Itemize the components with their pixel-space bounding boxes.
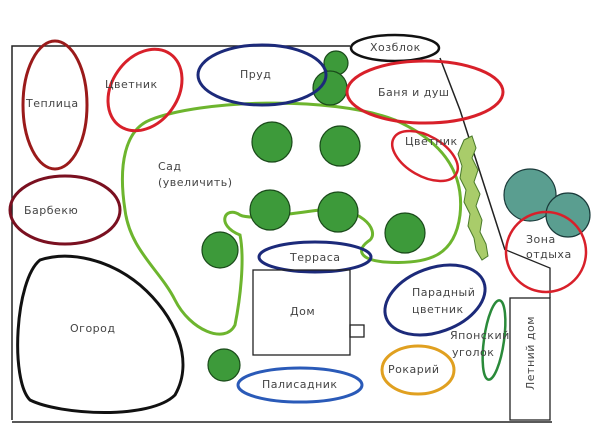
tree-icon	[319, 125, 361, 167]
greenhouse-zone[interactable]	[21, 39, 89, 171]
vegetable-garden-label: Огород	[70, 322, 116, 335]
tree-icon	[201, 231, 239, 269]
flowerbed-right-zone[interactable]	[384, 121, 466, 192]
trees	[201, 50, 426, 382]
summer-house-label: Летний дом	[524, 316, 537, 390]
shed-zone[interactable]	[349, 33, 441, 63]
house-label: Дом	[290, 305, 315, 318]
shed-label: Хозблок	[370, 41, 421, 54]
front-garden-zone[interactable]	[236, 366, 364, 404]
tree-icon	[317, 191, 359, 233]
front-garden-label: Палисадник	[262, 378, 338, 391]
bathhouse-zone[interactable]	[345, 59, 505, 125]
rest-label-line2: отдыха	[526, 248, 572, 261]
rest-label-line1: Зона	[526, 233, 556, 246]
flowerbed-right-label: Цветник	[405, 135, 458, 148]
japanese-label-line2: уголок	[452, 346, 494, 359]
vegetable-garden-zone[interactable]	[16, 254, 185, 414]
rockery-label: Рокарий	[388, 363, 440, 376]
tree-icon	[251, 121, 293, 163]
pond-label: Пруд	[240, 68, 271, 81]
tree-icon	[503, 168, 557, 222]
rockery-zone[interactable]	[380, 344, 456, 396]
flowerbed-left-label: Цветник	[105, 78, 158, 91]
front-flowerbed-label-line1: Парадный	[412, 286, 475, 299]
terrace-label: Терраса	[289, 251, 340, 264]
tree-icon	[545, 192, 591, 238]
front-flowerbed-label-line2: цветник	[412, 303, 464, 316]
hedge	[457, 135, 489, 261]
rest-trees	[503, 168, 591, 238]
flowerbed-left-zone[interactable]	[93, 35, 198, 145]
bbq-label: Барбекю	[24, 204, 78, 217]
tree-icon	[249, 189, 291, 231]
japanese-label-line1: Японский	[450, 329, 510, 342]
garden-area	[120, 101, 463, 336]
rest-zone[interactable]	[504, 210, 588, 294]
japanese-zone[interactable]	[479, 299, 510, 381]
terrace-zone[interactable]	[257, 240, 373, 274]
front-flowerbed-zone[interactable]	[375, 252, 495, 348]
house	[252, 269, 365, 356]
garden-label-line1: Сад	[158, 160, 182, 173]
pond-zone[interactable]	[196, 43, 328, 107]
garden-label-line2: (увеличить)	[158, 176, 233, 189]
tree-icon	[384, 212, 426, 254]
tree-icon	[207, 348, 241, 382]
summer-house	[505, 249, 551, 421]
greenhouse-label: Теплица	[25, 97, 79, 110]
bbq-zone[interactable]	[8, 174, 122, 246]
bathhouse-label: Баня и душ	[378, 86, 449, 99]
